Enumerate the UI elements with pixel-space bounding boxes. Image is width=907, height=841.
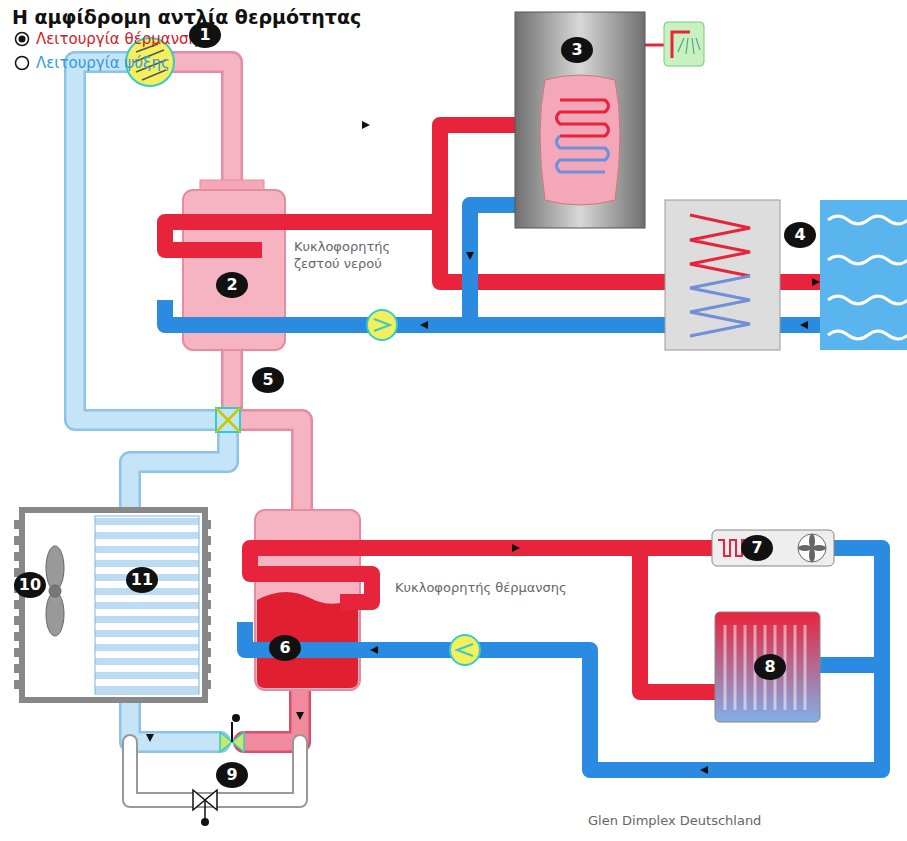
legend-row: Λειτουργία θέρμανσης	[14, 30, 207, 48]
radio-swatch	[14, 31, 30, 47]
callout-number: 2	[216, 272, 248, 298]
legend-text: Λειτουργία ψύξης	[36, 54, 170, 72]
callout-number: 10	[14, 572, 46, 598]
callout-number: 9	[216, 762, 248, 788]
callout-number: 11	[126, 567, 158, 593]
caption-note: Κυκλοφορητής ζεστού νερού	[294, 238, 394, 272]
callout-number: 3	[561, 37, 593, 63]
callout-number: 7	[741, 535, 773, 561]
callout-number: 1	[189, 22, 221, 48]
diagram-title: Η αμφίδρομη αντλία θερμότητας	[12, 6, 361, 28]
legend-text: Λειτουργία θέρμανσης	[36, 30, 207, 48]
caption-note: Κυκλοφορητής θέρμανσης	[395, 579, 567, 596]
callout-number: 8	[754, 654, 786, 680]
callout-number: 5	[252, 367, 284, 393]
callout-number: 6	[269, 635, 301, 661]
radio-swatch	[14, 55, 30, 71]
callout-number: 4	[784, 222, 816, 248]
caption-note: Glen Dimplex Deutschland	[588, 812, 761, 829]
legend-row: Λειτουργία ψύξης	[14, 54, 170, 72]
